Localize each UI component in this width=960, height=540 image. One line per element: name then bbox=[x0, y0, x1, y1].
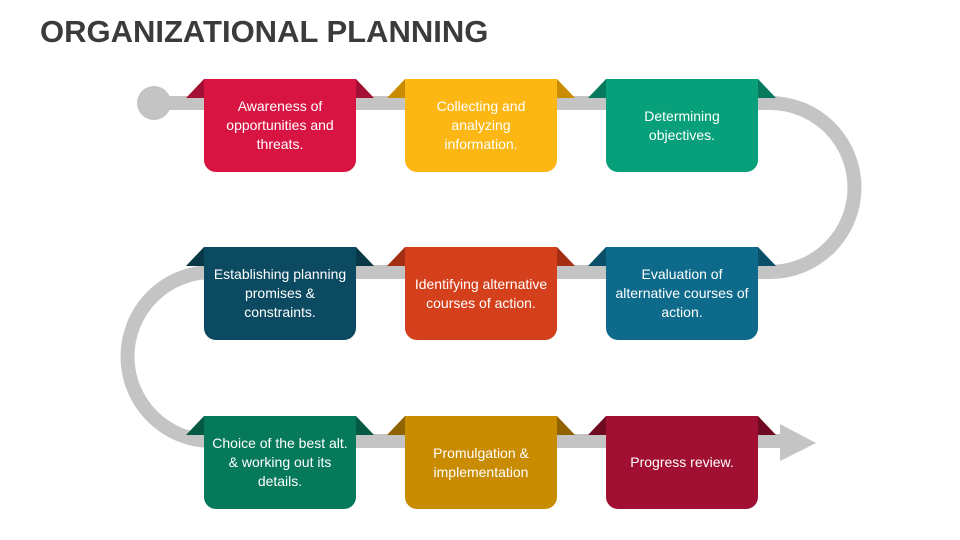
step-label: Awareness of opportunities and threats. bbox=[226, 98, 334, 152]
step-box-4: Evaluation of alternative courses of act… bbox=[588, 247, 776, 340]
step-box-2: Collecting and analyzing information. bbox=[387, 79, 575, 172]
ribbon-flap bbox=[588, 247, 606, 266]
step-label: Collecting and analyzing information. bbox=[436, 98, 526, 152]
step-label: Establishing planning promises & constra… bbox=[213, 266, 347, 320]
ribbon-flap bbox=[387, 416, 405, 435]
ribbon-flap bbox=[588, 79, 606, 98]
step-box-3: Determining objectives. bbox=[588, 79, 776, 172]
page-title: ORGANIZATIONAL PLANNING bbox=[40, 14, 489, 49]
step-box-1: Awareness of opportunities and threats. bbox=[186, 79, 374, 172]
ribbon-flap bbox=[387, 79, 405, 98]
step-box-5: Identifying alternative courses of actio… bbox=[387, 247, 575, 340]
ribbon-flap bbox=[588, 416, 606, 435]
ribbon-flap bbox=[356, 416, 374, 435]
arrow-head-icon bbox=[780, 424, 816, 461]
ribbon-flap bbox=[557, 416, 575, 435]
ribbon-flap bbox=[186, 79, 204, 98]
ribbon-flap bbox=[387, 247, 405, 266]
ribbon-flap bbox=[356, 79, 374, 98]
step-label: Determining objectives. bbox=[644, 107, 720, 143]
step-label: Identifying alternative courses of actio… bbox=[414, 275, 548, 311]
ribbon-flap bbox=[186, 416, 204, 435]
step-box-6: Establishing planning promises & constra… bbox=[186, 247, 374, 340]
step-label: Progress review. bbox=[630, 454, 734, 470]
ribbon-flap bbox=[557, 79, 575, 98]
ribbon-flap bbox=[557, 247, 575, 266]
step-box-8: Promulgation & implementation bbox=[387, 416, 575, 509]
step-label: Choice of the best alt. & working out it… bbox=[212, 435, 348, 489]
step-box-7: Choice of the best alt. & working out it… bbox=[186, 416, 374, 509]
ribbon-flap bbox=[186, 247, 204, 266]
ribbon-flap bbox=[356, 247, 374, 266]
start-circle bbox=[137, 86, 171, 120]
step-box-9: Progress review. bbox=[588, 416, 776, 509]
ribbon-flap bbox=[758, 79, 776, 98]
step-label: Promulgation & implementation bbox=[433, 444, 529, 480]
ribbon-flap bbox=[758, 247, 776, 266]
step-label: Evaluation of alternative courses of act… bbox=[615, 266, 749, 320]
ribbon-flap bbox=[758, 416, 776, 435]
